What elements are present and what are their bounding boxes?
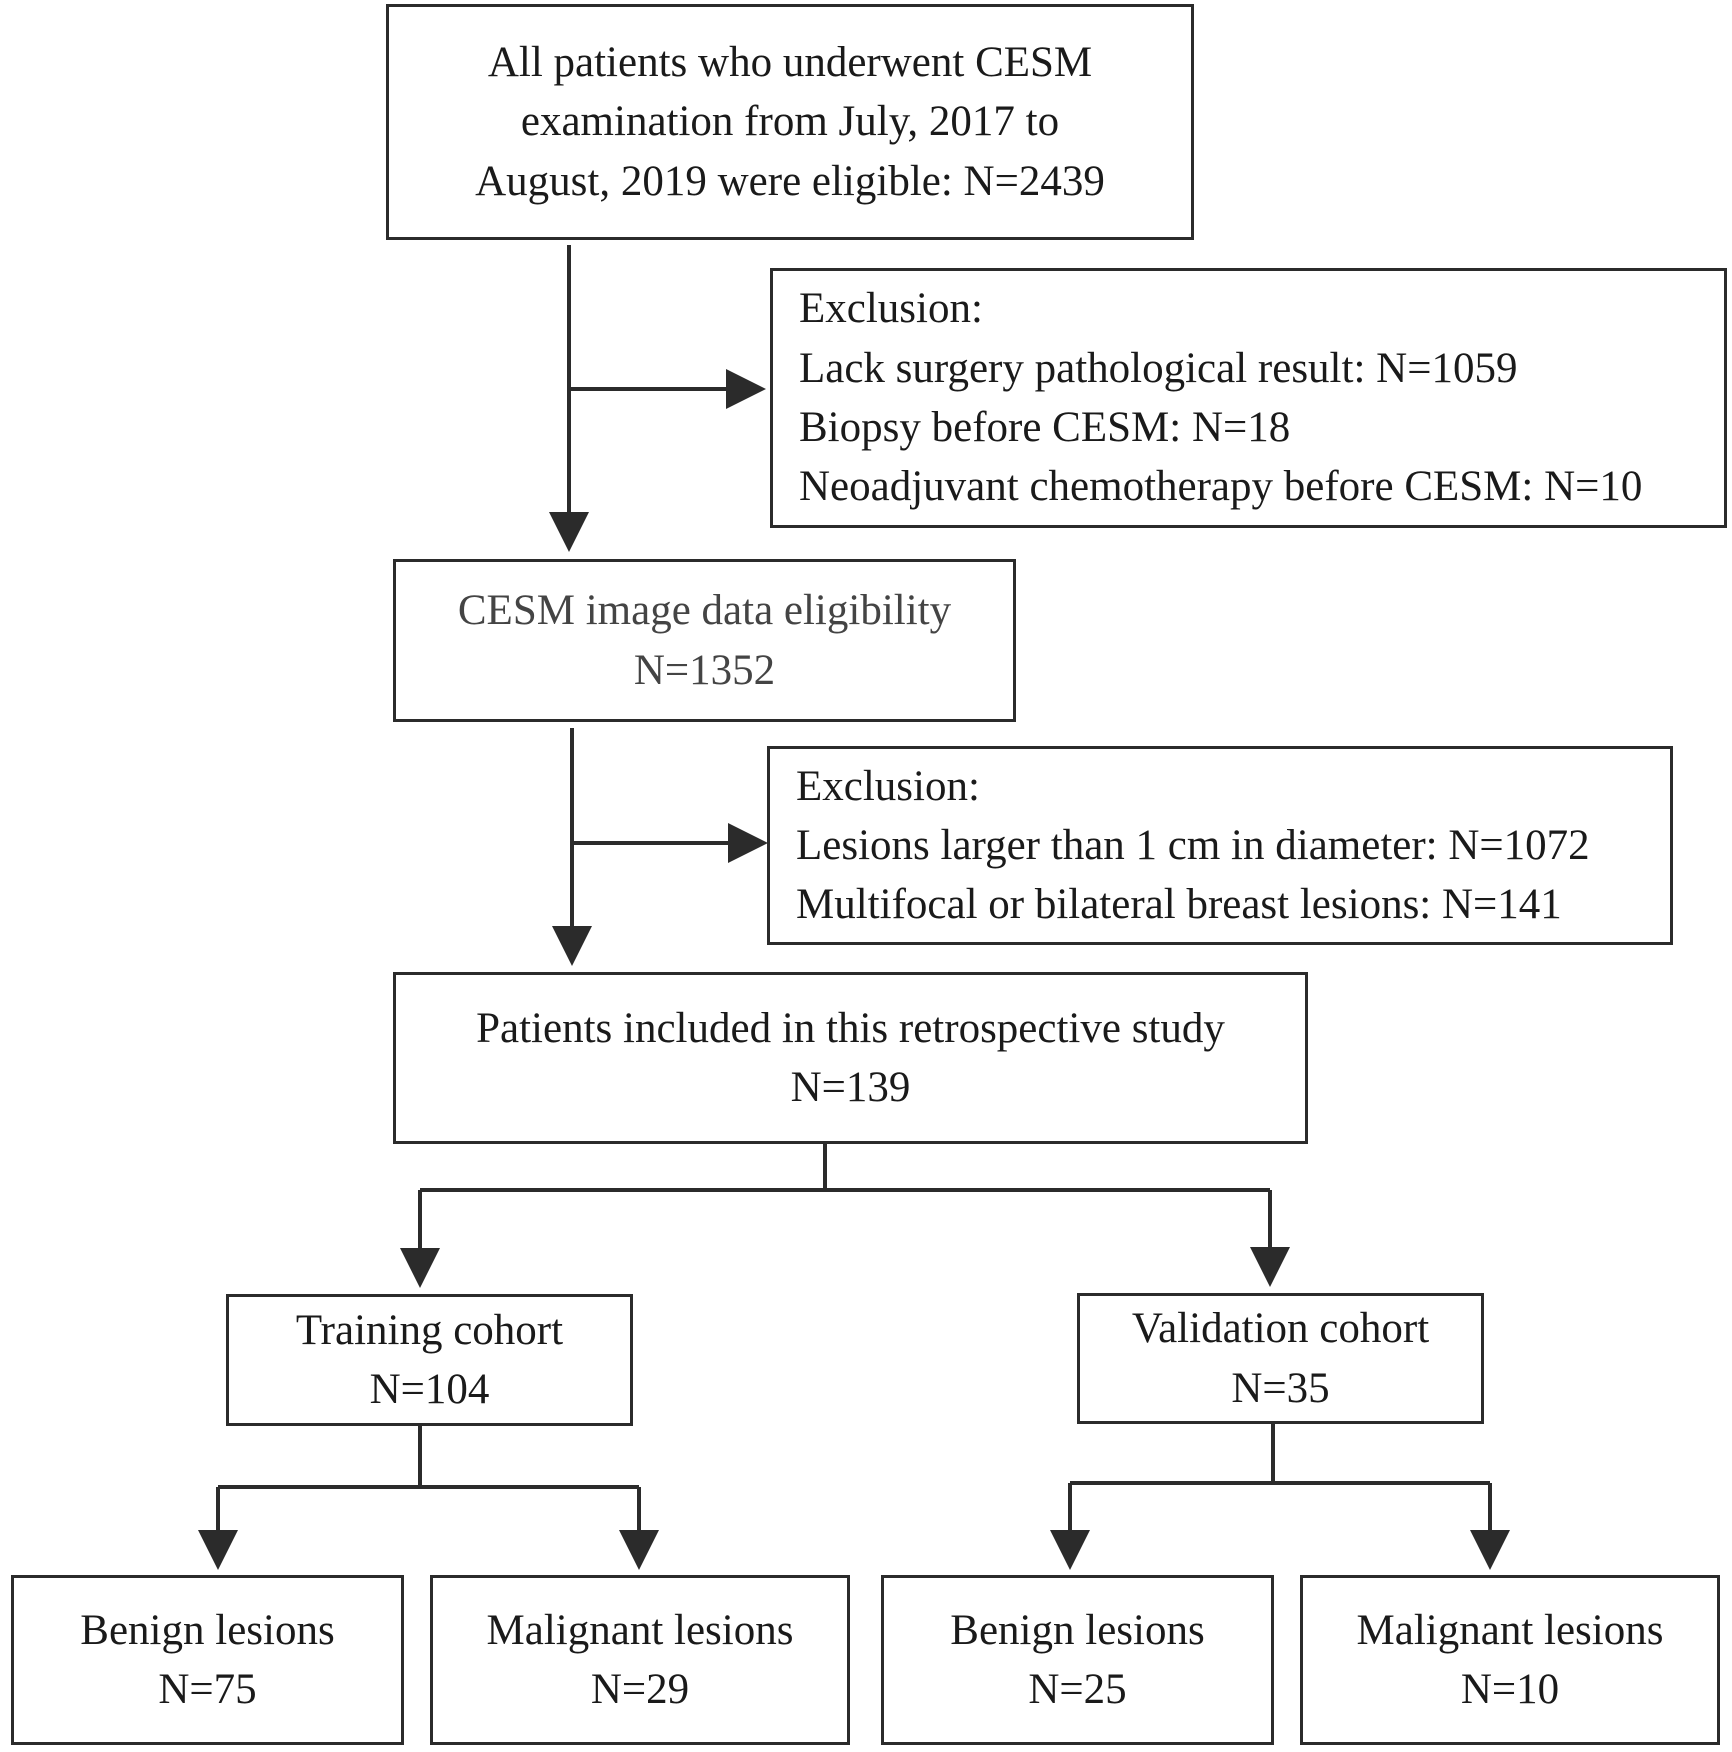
node-text: Lesions larger than 1 cm in diameter: N=… [796,821,1590,869]
node-text: CESM image data eligibility [457,587,952,635]
node-text: Biopsy before CESM: N=18 [799,404,1291,451]
node-text: Neoadjuvant chemotherapy before CESM: N=… [799,463,1643,511]
node-val-malignant: Malignant lesions N=10 [1300,1575,1720,1745]
node-training: Training cohort N=104 [226,1294,633,1426]
node-text: Lack surgery pathological result: N=1059 [799,344,1518,392]
node-train-benign: Benign lesions N=75 [11,1575,404,1745]
node-included: Patients included in this retrospective … [393,972,1308,1144]
node-text: examination from July, 2017 to [520,98,1060,146]
node-text: N=139 [790,1064,911,1111]
node-train-malignant: Malignant lesions N=29 [430,1575,850,1745]
node-text: All patients who underwent CESM [487,39,1093,86]
node-text: N=35 [1231,1364,1330,1412]
edge-training-split [218,1425,639,1489]
node-val-benign: Benign lesions N=25 [881,1575,1274,1745]
node-text: N=104 [369,1366,490,1413]
node-text: N=29 [590,1666,690,1713]
node-exclusion-1: Exclusion: Lack surgery pathological res… [770,268,1727,528]
node-cesm-eligibility: CESM image data eligibility N=1352 [393,559,1016,722]
node-text: Exclusion: [799,285,983,333]
node-text: Exclusion: [796,762,980,810]
node-all-patients: All patients who underwent CESM examinat… [386,4,1194,240]
node-text: N=10 [1460,1666,1560,1713]
node-text: Benign lesions [950,1606,1205,1654]
node-text: N=75 [158,1666,257,1713]
node-text: Malignant lesions [1356,1606,1664,1654]
node-text: Validation cohort [1131,1305,1430,1353]
node-exclusion-2: Exclusion: Lesions larger than 1 cm in d… [767,746,1673,945]
node-text: Malignant lesions [486,1606,794,1654]
node-text: Patients included in this retrospective … [476,1004,1225,1052]
node-text: Training cohort [295,1306,564,1354]
node-text: Benign lesions [80,1606,335,1654]
node-text: N=1352 [633,646,776,694]
node-text: Multifocal or bilateral breast lesions: … [796,881,1562,929]
edge-validation-split [1070,1423,1490,1485]
node-validation: Validation cohort N=35 [1077,1293,1484,1424]
node-text: N=25 [1028,1666,1127,1713]
edge-included-split [420,1143,1270,1192]
node-text: August, 2019 were eligible: N=2439 [475,157,1105,205]
